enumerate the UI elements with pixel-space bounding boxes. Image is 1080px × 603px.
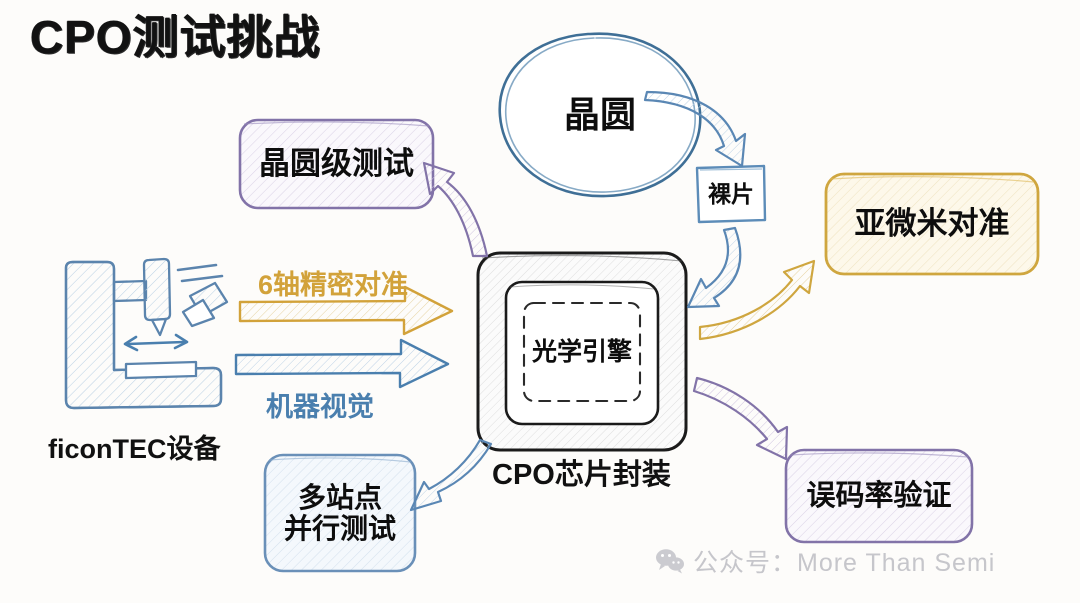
page-title: CPO测试挑战 xyxy=(30,11,321,63)
six-axis-alignment-arrow xyxy=(238,285,454,336)
multi-site-test-shape xyxy=(263,453,417,573)
ber-verification-shape xyxy=(784,448,974,544)
wafer-to-die-arrow xyxy=(643,90,747,168)
package-to-sub-micron-align-arrow xyxy=(698,259,816,341)
package-to-multi-site-arrow xyxy=(409,438,493,512)
watermark: 公众号：More Than Semi xyxy=(655,543,995,579)
machine-vision-label: 机器视觉 xyxy=(266,392,374,422)
machine-vision-arrow xyxy=(234,338,450,389)
wechat-icon xyxy=(655,548,685,574)
die-node-shape xyxy=(695,164,767,224)
wafer-node-shape xyxy=(498,32,702,198)
ficontec-caption: ficonTEC设备 xyxy=(48,434,221,464)
package-to-wafer-level-test-arrow xyxy=(422,161,489,258)
package-to-ber-arrow xyxy=(692,376,789,461)
die-to-package-arrow xyxy=(686,226,742,309)
sub-micron-align-shape xyxy=(824,172,1040,276)
ficontec-equipment-illustration xyxy=(64,257,229,410)
watermark-text: 公众号：More Than Semi xyxy=(693,549,996,577)
cpo-package-caption: CPO芯片封装 xyxy=(492,459,671,491)
cpo-package-shape xyxy=(476,251,688,452)
wafer-level-test-shape xyxy=(238,118,435,210)
six-axis-alignment-label: 6轴精密对准 xyxy=(258,270,409,300)
